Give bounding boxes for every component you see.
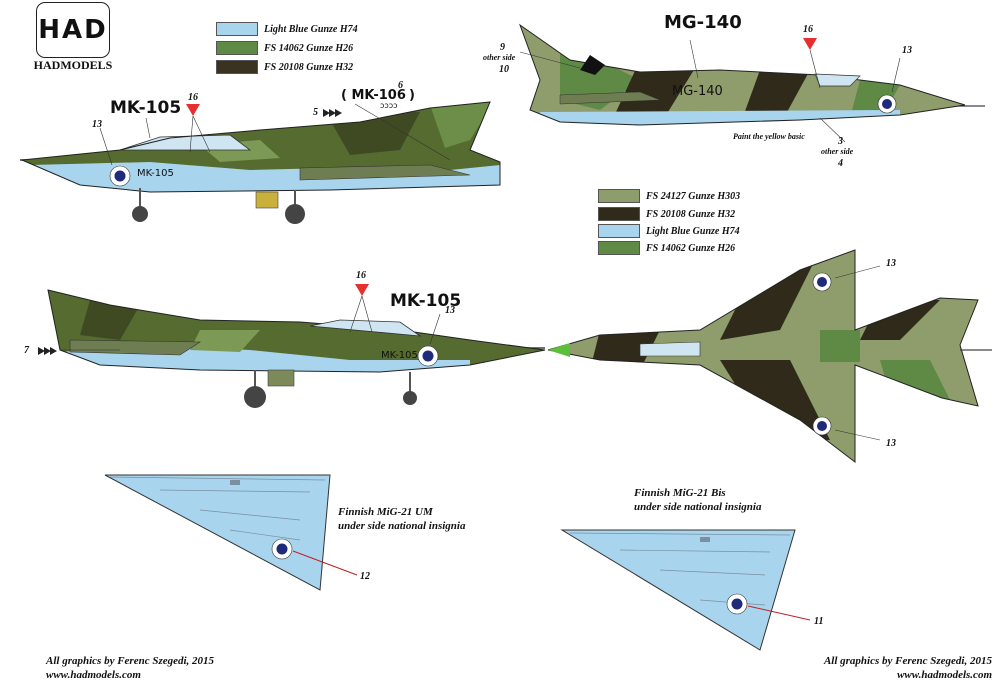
callout-13: 13 [886,258,896,269]
fuselage-code: MK-105 [137,168,174,179]
mig21bis-side-profile [518,23,985,143]
brand-name: HADMODELS [33,58,113,72]
hadmodels-logo: HAD [36,2,110,58]
callout-7: 7 [24,345,29,356]
legend-label: Light Blue Gunze H74 [264,23,358,35]
mig21um-side-profile-right [38,284,546,408]
callout-9: 9 [500,42,505,53]
legend-item-green: FS 14062 Gunze H26 [598,241,735,255]
legend-item-brown: FS 20108 Gunze H32 [598,207,735,221]
caption-mig21um-underside: Finnish MiG-21 UM under side national in… [338,505,465,533]
registration-mk105-bottom: MK-105 [390,291,462,311]
logo-mark: HAD [38,15,108,45]
callout-13: 13 [902,45,912,56]
caption-line: Finnish MiG-21 UM [338,506,433,518]
paint-note: Paint the yellow basic [733,132,805,141]
fuselage-code: MG-140 [672,84,723,99]
color-swatch [598,207,640,221]
callout-13: 13 [886,438,896,449]
callout-11: 11 [814,616,824,627]
caption-mig21bis-underside: Finnish MiG-21 Bis under side national i… [634,486,761,514]
fuselage-code: MK-105 [381,350,418,361]
caption-line: Finnish MiG-21 Bis [634,487,726,499]
mig21um-underside-wing [104,474,358,591]
callout-3: 3 [838,136,843,147]
color-swatch [216,60,258,74]
alt-registration: ( MK-106 [341,88,406,103]
legend-item-light-blue: Light Blue Gunze H74 [216,22,358,36]
legend-label: Light Blue Gunze H74 [646,225,740,237]
chevron-marking [38,347,57,355]
callout-10: 10 [499,64,509,75]
alt-registration-mirrored: ɔɔɔɔ [380,101,398,110]
legend-label: FS 20108 Gunze H32 [646,208,736,220]
mig21bis-underside-wing [560,529,811,651]
callout-6: 6 [398,80,403,91]
color-swatch [598,241,640,255]
callout-4: 4 [838,158,843,169]
callout-16: 16 [188,92,198,103]
credit-line: All graphics by Ferenc Szegedi, 2015 [823,655,992,667]
legend-label: FS 20108 Gunze H32 [264,61,354,73]
color-swatch [598,189,640,203]
mig21bis-top-view [547,249,992,464]
credit-link[interactable]: www.hadmodels.com [897,669,992,681]
callout-16: 16 [803,24,813,35]
chevron-marking [323,109,342,117]
callout-16: 16 [356,270,366,281]
alt-registration-close: ) [409,88,415,103]
legend-label: FS 24127 Gunze H303 [646,190,741,202]
callout-9-note: other side [483,53,516,62]
callout-12: 12 [360,571,370,582]
callout-13: 13 [445,305,455,316]
legend-label: FS 14062 Gunze H26 [264,42,354,54]
callout-3-note: other side [821,147,854,156]
credit-link[interactable]: www.hadmodels.com [46,669,141,681]
color-swatch [216,22,258,36]
callout-5: 5 [313,107,318,118]
legend-item-green: FS 14062 Gunze H26 [216,41,353,55]
callout-13: 13 [92,119,102,130]
color-swatch [216,41,258,55]
registration-mk105-top: MK-105 [110,98,182,118]
registration-mg140-top: MG-140 [664,12,742,33]
credit-line: All graphics by Ferenc Szegedi, 2015 [46,655,215,667]
legend-item-olive: FS 24127 Gunze H303 [598,189,740,203]
legend-item-dark: FS 20108 Gunze H32 [216,60,353,74]
caption-line: under side national insignia [338,520,466,532]
caption-line: under side national insignia [634,501,762,513]
color-swatch [598,224,640,238]
legend-item-light-blue: Light Blue Gunze H74 [598,224,740,238]
legend-label: FS 14062 Gunze H26 [646,242,736,254]
mig21um-side-profile-left [20,101,501,224]
